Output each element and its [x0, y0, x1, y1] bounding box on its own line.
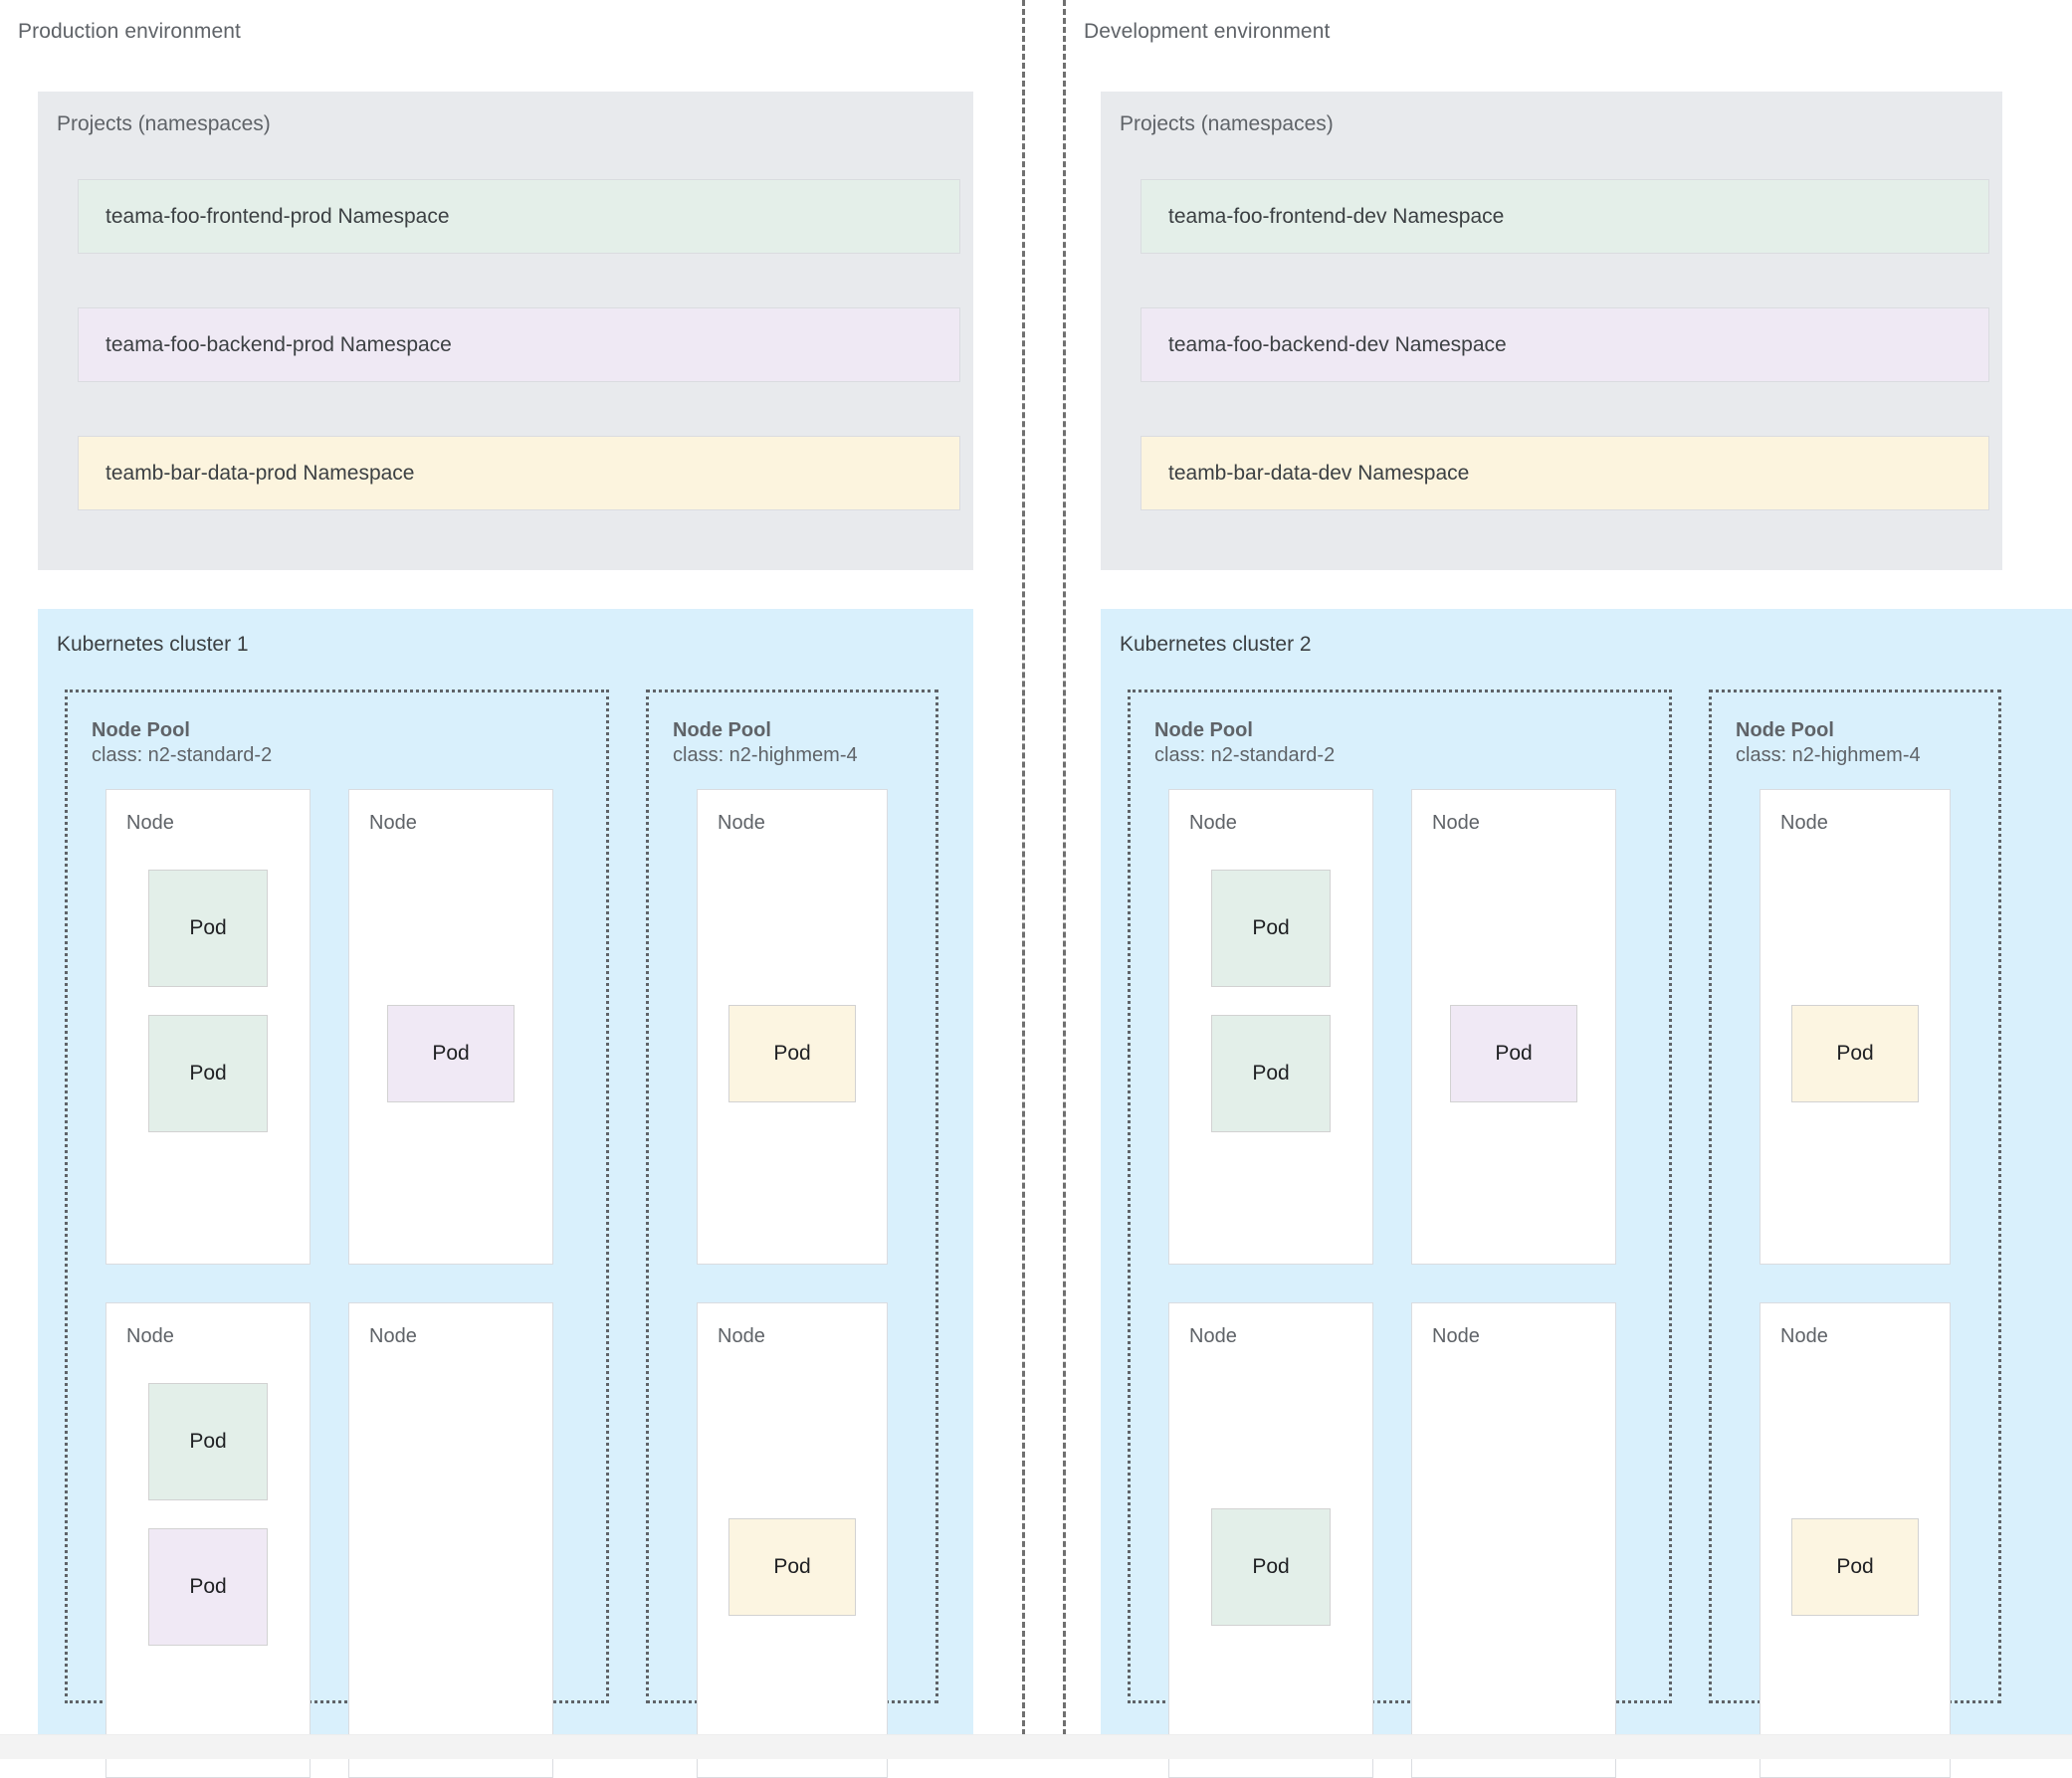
pod-box[interactable]: Pod [148, 1528, 268, 1646]
node-label: Node [369, 1325, 417, 1347]
node-pool-header-c2-highmem: Node Pool class: n2-highmem-4 [1712, 718, 1998, 768]
pod-stack: Pod [349, 858, 552, 1250]
node-box[interactable]: Node Pod Pod [1168, 789, 1373, 1265]
node-box[interactable]: Node [1411, 1302, 1616, 1778]
pod-box[interactable]: Pod [1211, 1508, 1331, 1626]
pod-box[interactable]: Pod [148, 1383, 268, 1500]
node-pool-c1-highmem[interactable]: Node Pool class: n2-highmem-4 Node Pod N… [646, 690, 938, 1778]
node-grid-c1-highmem: Node Pod Node Pod [697, 789, 888, 1778]
node-pool-title-c1-standard: Node Pool [92, 719, 190, 741]
node-label: Node [369, 812, 417, 834]
pod-stack: Pod [698, 858, 887, 1250]
pod-box[interactable]: Pod [1211, 1015, 1331, 1132]
node-label: Node [1189, 812, 1237, 834]
node-pool-container-cluster-1: Node Pool class: n2-standard-2 Node Pod … [65, 690, 973, 1778]
namespace-list-production: teama-foo-frontend-prod Namespace teama-… [78, 179, 960, 510]
environment-separator-left [1022, 0, 1025, 1735]
node-box[interactable]: Node [348, 1302, 553, 1778]
projects-label-development: Projects (namespaces) [1120, 112, 1334, 135]
node-box[interactable]: Node Pod [1760, 1302, 1951, 1778]
pod-stack: Pod [1761, 858, 1950, 1250]
node-pool-title-c1-highmem: Node Pool [673, 719, 771, 741]
projects-panel-development: Projects (namespaces) teama-foo-frontend… [1101, 92, 2002, 570]
node-pool-c2-standard[interactable]: Node Pool class: n2-standard-2 Node Pod … [1128, 690, 1672, 1778]
pod-stack: Pod [698, 1371, 887, 1763]
node-pool-class-c2-highmem: class: n2-highmem-4 [1736, 743, 1921, 766]
kubernetes-cluster-2-panel: Kubernetes cluster 2 Node Pool class: n2… [1101, 609, 2072, 1778]
node-grid-c2-highmem: Node Pod Node Pod [1760, 789, 1951, 1778]
pod-box[interactable]: Pod [728, 1518, 856, 1616]
node-box[interactable]: Node Pod Pod [105, 789, 311, 1265]
environment-production: Production environment Projects (namespa… [0, 0, 1022, 1778]
node-pool-c2-highmem[interactable]: Node Pool class: n2-highmem-4 Node Pod N… [1709, 690, 2001, 1778]
environment-separator-right [1063, 0, 1066, 1735]
footer-strip [0, 1734, 2072, 1759]
node-box[interactable]: Node Pod [1168, 1302, 1373, 1778]
node-pool-title-c2-highmem: Node Pool [1736, 719, 1834, 741]
node-box[interactable]: Node Pod [697, 1302, 888, 1778]
node-label: Node [1432, 812, 1480, 834]
namespace-box-data-prod[interactable]: teamb-bar-data-prod Namespace [78, 436, 960, 510]
node-pool-header-c2-standard: Node Pool class: n2-standard-2 [1131, 718, 1669, 768]
pod-box[interactable]: Pod [148, 870, 268, 987]
node-box[interactable]: Node Pod [1760, 789, 1951, 1265]
node-box[interactable]: Node Pod [348, 789, 553, 1265]
pod-stack: Pod Pod [106, 1371, 310, 1763]
cluster-title-1: Kubernetes cluster 1 [57, 633, 249, 656]
node-pool-class-c1-standard: class: n2-standard-2 [92, 743, 273, 766]
pod-box[interactable]: Pod [1211, 870, 1331, 987]
projects-label-production: Projects (namespaces) [57, 112, 271, 135]
pod-box[interactable]: Pod [387, 1005, 515, 1102]
node-label: Node [1432, 1325, 1480, 1347]
cluster-title-2: Kubernetes cluster 2 [1120, 633, 1312, 656]
node-pool-header-c1-highmem: Node Pool class: n2-highmem-4 [649, 718, 935, 768]
node-box[interactable]: Node Pod [1411, 789, 1616, 1265]
node-pool-class-c1-highmem: class: n2-highmem-4 [673, 743, 858, 766]
node-grid-c1-standard: Node Pod Pod Node Pod [105, 789, 572, 1778]
node-pool-c1-standard[interactable]: Node Pool class: n2-standard-2 Node Pod … [65, 690, 609, 1778]
pod-box[interactable]: Pod [1450, 1005, 1577, 1102]
pod-stack: Pod [1169, 1371, 1372, 1763]
pod-stack: Pod [1412, 858, 1615, 1250]
pod-box[interactable]: Pod [1791, 1518, 1919, 1616]
namespace-box-frontend-prod[interactable]: teama-foo-frontend-prod Namespace [78, 179, 960, 254]
environment-title-production: Production environment [18, 20, 241, 43]
pod-stack [1412, 1371, 1615, 1763]
node-label: Node [1189, 1325, 1237, 1347]
node-label: Node [1780, 1325, 1828, 1347]
node-label: Node [126, 812, 174, 834]
namespace-box-backend-prod[interactable]: teama-foo-backend-prod Namespace [78, 307, 960, 382]
projects-panel-production: Projects (namespaces) teama-foo-frontend… [38, 92, 973, 570]
node-label: Node [718, 812, 765, 834]
namespace-box-data-dev[interactable]: teamb-bar-data-dev Namespace [1140, 436, 1989, 510]
environment-title-development: Development environment [1084, 20, 1331, 43]
pod-stack [349, 1371, 552, 1763]
namespace-box-backend-dev[interactable]: teama-foo-backend-dev Namespace [1140, 307, 1989, 382]
pod-stack: Pod Pod [1169, 858, 1372, 1250]
node-pool-header-c1-standard: Node Pool class: n2-standard-2 [68, 718, 606, 768]
environment-development: Development environment Projects (namesp… [1063, 0, 2072, 1778]
kubernetes-cluster-1-panel: Kubernetes cluster 1 Node Pool class: n2… [38, 609, 973, 1778]
node-box[interactable]: Node Pod Pod [105, 1302, 311, 1778]
namespace-list-development: teama-foo-frontend-dev Namespace teama-f… [1140, 179, 1989, 510]
pod-box[interactable]: Pod [1791, 1005, 1919, 1102]
node-grid-c2-standard: Node Pod Pod Node Pod [1168, 789, 1635, 1778]
node-label: Node [718, 1325, 765, 1347]
pod-box[interactable]: Pod [728, 1005, 856, 1102]
node-pool-title-c2-standard: Node Pool [1154, 719, 1253, 741]
node-label: Node [1780, 812, 1828, 834]
namespace-box-frontend-dev[interactable]: teama-foo-frontend-dev Namespace [1140, 179, 1989, 254]
pod-stack: Pod Pod [106, 858, 310, 1250]
node-box[interactable]: Node Pod [697, 789, 888, 1265]
node-pool-class-c2-standard: class: n2-standard-2 [1154, 743, 1336, 766]
pod-box[interactable]: Pod [148, 1015, 268, 1132]
pod-stack: Pod [1761, 1371, 1950, 1763]
node-pool-container-cluster-2: Node Pool class: n2-standard-2 Node Pod … [1128, 690, 2072, 1778]
node-label: Node [126, 1325, 174, 1347]
